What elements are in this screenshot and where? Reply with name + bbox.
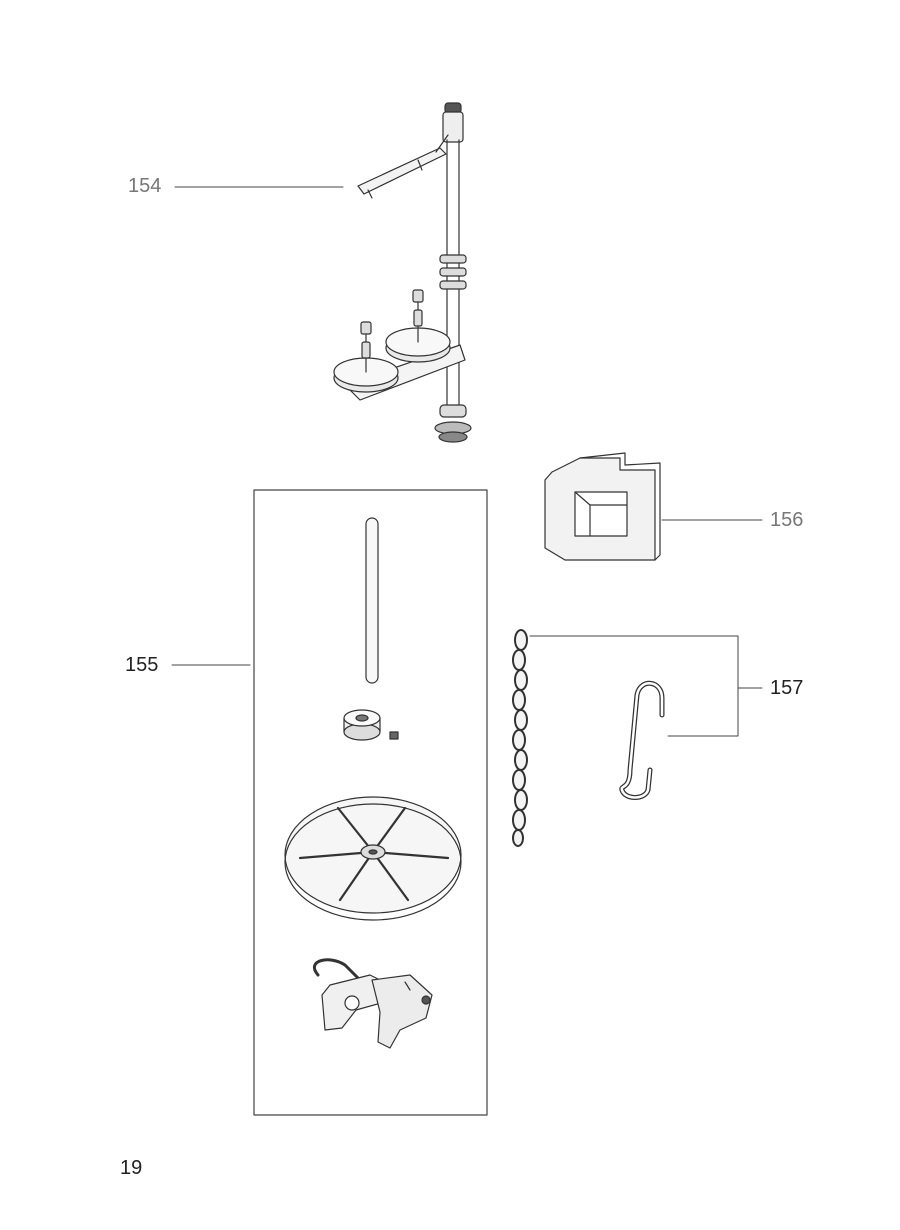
thread-stand-assembly <box>333 102 472 443</box>
callout-label-154: 154 <box>128 175 162 197</box>
weight-block <box>544 452 661 561</box>
page-number: 19 <box>120 1157 143 1179</box>
callout-label-156: 156 <box>770 509 804 531</box>
callout-label-157: 157 <box>770 677 804 699</box>
callout-bracket-157 <box>529 635 739 737</box>
parts-kit-box <box>253 489 488 1116</box>
callout-label-155: 155 <box>125 654 159 676</box>
chain-and-hook <box>512 629 665 847</box>
